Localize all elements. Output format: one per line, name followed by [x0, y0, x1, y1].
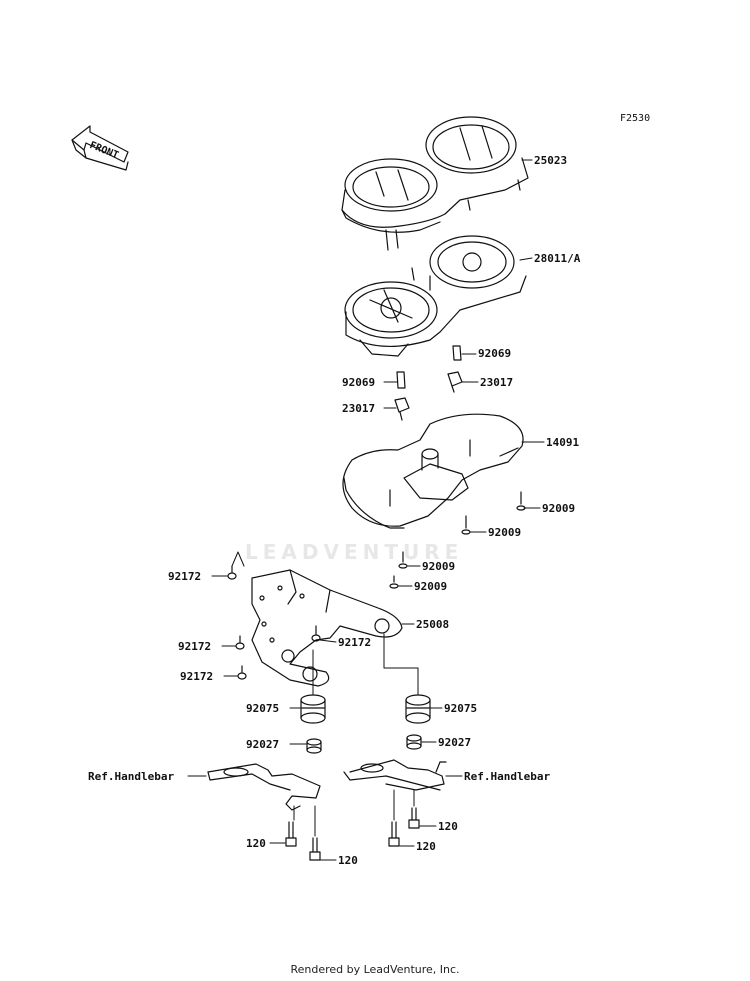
watermark: LEADVENTURE [245, 540, 464, 564]
bulb-right [447, 371, 463, 393]
callout-92009[interactable]: 92009 [414, 580, 448, 593]
callout-92009[interactable]: 92009 [542, 502, 576, 515]
screw [389, 575, 399, 589]
meter-cover [341, 116, 529, 251]
screw [311, 625, 321, 642]
callout-23017[interactable]: 23017 [480, 376, 514, 389]
diagram-code: F2530 [620, 113, 651, 124]
damper-left [300, 694, 326, 724]
holder-right [343, 759, 447, 791]
meter-bracket [251, 569, 403, 687]
screw [237, 665, 247, 680]
callout-92172[interactable]: 92172 [180, 670, 214, 683]
screw [227, 565, 237, 580]
callout-92075[interactable]: 92075 [444, 702, 478, 715]
callout-92172[interactable]: 92172 [338, 636, 372, 649]
callout-28011-a[interactable]: 28011/A [534, 252, 581, 265]
callout-120[interactable]: 120 [246, 837, 266, 850]
callout-23017[interactable]: 23017 [342, 402, 376, 415]
callout-120[interactable]: 120 [416, 840, 436, 853]
screw [461, 515, 471, 535]
callout-92075[interactable]: 92075 [246, 702, 280, 715]
callout-ref-handlebar[interactable]: Ref.Handlebar [464, 770, 551, 783]
callout-92069[interactable]: 92069 [342, 376, 376, 389]
holder-left [207, 763, 321, 811]
callout-ref-handlebar[interactable]: Ref.Handlebar [88, 770, 175, 783]
meter-assembly [344, 235, 527, 357]
callout-25023[interactable]: 25023 [534, 154, 568, 167]
meter-case [342, 413, 524, 529]
callout-120[interactable]: 120 [338, 854, 358, 867]
screw [235, 635, 245, 650]
callout-14091[interactable]: 14091 [546, 436, 580, 449]
bolt [285, 821, 297, 847]
callout-92009[interactable]: 92009 [422, 560, 456, 573]
socket-left [396, 371, 406, 389]
callout-92172[interactable]: 92172 [178, 640, 212, 653]
footer-credit: Rendered by LeadVenture, Inc. [290, 963, 460, 976]
socket-right [452, 345, 462, 361]
callout-92069[interactable]: 92069 [478, 347, 512, 360]
callout-120[interactable]: 120 [438, 820, 458, 833]
screw [398, 551, 408, 569]
callout-92027[interactable]: 92027 [438, 736, 472, 749]
leader-lines [187, 159, 545, 861]
collar-right [406, 734, 422, 750]
damper-right [405, 694, 431, 724]
front-arrow-icon [71, 125, 129, 171]
bolt [309, 837, 321, 861]
bolt [388, 821, 400, 847]
callout-25008[interactable]: 25008 [416, 618, 450, 631]
screw [516, 491, 526, 511]
bulb-left [394, 397, 410, 421]
collar-left [306, 738, 322, 754]
bolt [408, 807, 420, 829]
callout-92009[interactable]: 92009 [488, 526, 522, 539]
callout-92027[interactable]: 92027 [246, 738, 280, 751]
callout-92172[interactable]: 92172 [168, 570, 202, 583]
